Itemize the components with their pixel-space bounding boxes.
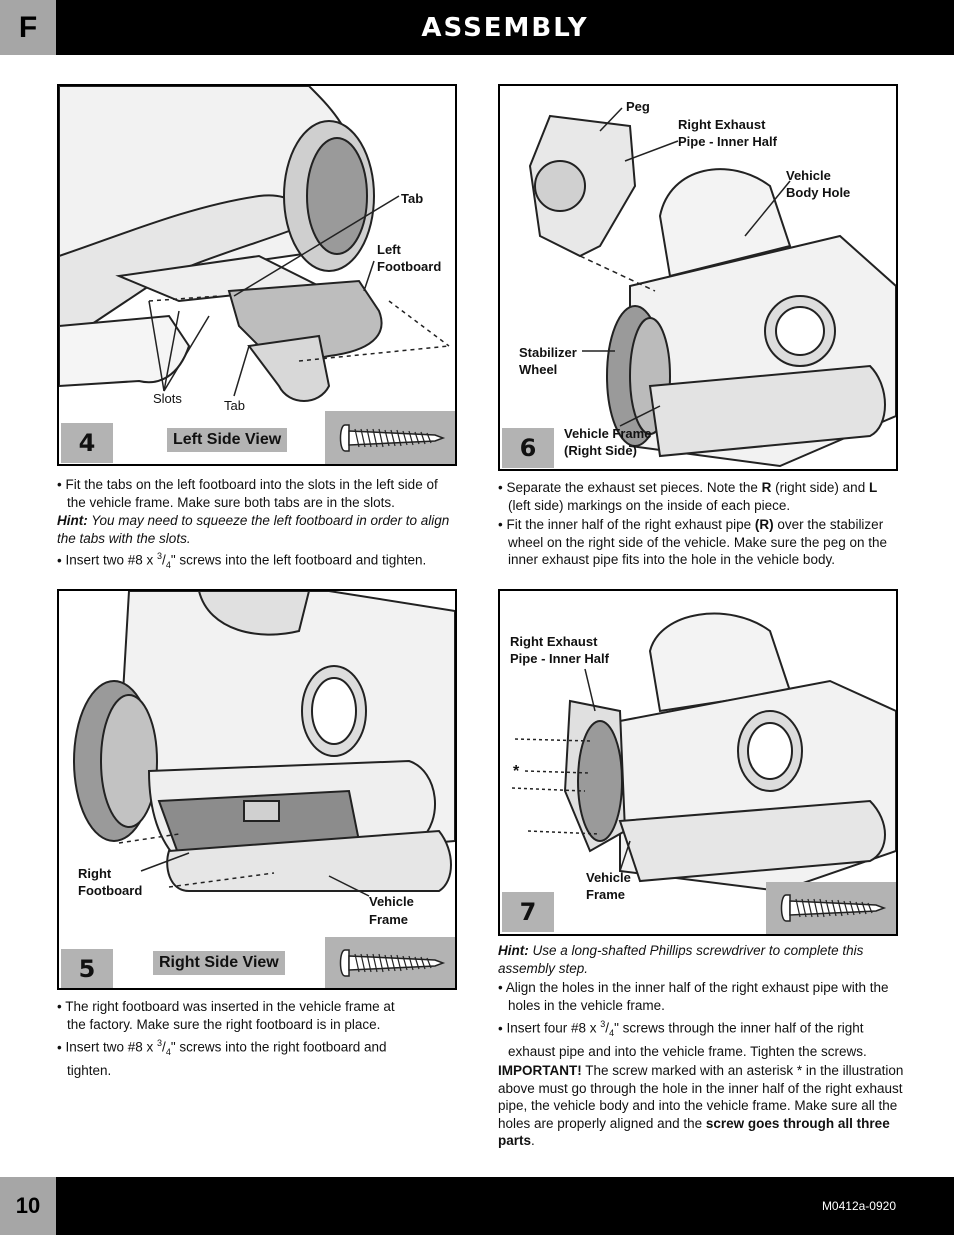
step-4-illustration: Tab Left Footboard Slots Tab 4 Left Side… bbox=[57, 84, 457, 466]
step-7-drawing bbox=[511, 612, 896, 893]
label-right-footboard-1: Right bbox=[78, 866, 112, 881]
text-part: " screws into the left footboard and tig… bbox=[170, 552, 427, 568]
step-7-instructions: Hint: Use a long-shafted Phillips screwd… bbox=[498, 942, 910, 1151]
view-label: Right Side View bbox=[153, 951, 285, 975]
text-part: Fit the inner half of the right exhaust … bbox=[506, 517, 755, 532]
step-7-illustration: Right Exhaust Pipe - Inner Half * Vehicl… bbox=[498, 589, 898, 936]
hint-label: Hint: bbox=[57, 513, 88, 528]
screw-icon bbox=[780, 894, 887, 922]
text-l: L bbox=[868, 480, 878, 495]
step-6-drawing bbox=[528, 107, 896, 468]
page-title: ASSEMBLY bbox=[421, 12, 589, 43]
label-slots: Slots bbox=[153, 391, 182, 406]
label-stabilizer-wheel-2: Wheel bbox=[519, 362, 558, 377]
label-vehicle-frame-2: (Right Side) bbox=[564, 443, 637, 458]
text-bold: screw goes through all three parts bbox=[498, 1115, 890, 1149]
label-left-footboard-1: Left bbox=[377, 242, 401, 257]
step-4-drawing bbox=[59, 86, 450, 402]
step-5-illustration: Right Footboard Vehicle Frame 5 Right Si… bbox=[57, 589, 457, 990]
step-6-bullet-2: Fit the inner half of the right exhaust … bbox=[498, 516, 898, 569]
step-4-bullet-1: Fit the tabs on the left footboard into … bbox=[57, 476, 457, 511]
label-vehicle-body-hole-1: Vehicle bbox=[786, 168, 831, 183]
text-part: . bbox=[531, 1133, 535, 1149]
text-part: in the illustration above must go throug… bbox=[498, 1063, 904, 1131]
step-7-bullet-2: Insert four #8 x 3/4" screws through the… bbox=[498, 1016, 910, 1060]
label-tab-bottom: Tab bbox=[224, 398, 245, 413]
label-vehicle-frame-2: Frame bbox=[369, 912, 409, 927]
label-stabilizer-wheel-1: Stabilizer bbox=[519, 345, 577, 360]
step-7-bullet-1: Align the holes in the inner half of the… bbox=[498, 979, 910, 1014]
fraction-numerator: 3 bbox=[600, 1019, 606, 1029]
page-footer bbox=[0, 1177, 954, 1235]
text-part: Separate the exhaust set pieces. Note th… bbox=[506, 480, 762, 495]
fraction-denominator: 4 bbox=[609, 1028, 615, 1039]
text-part: Insert two #8 x bbox=[65, 1039, 158, 1055]
screw-icon bbox=[339, 424, 446, 452]
page-number: 10 bbox=[0, 1177, 56, 1235]
hint-label: Hint: bbox=[498, 943, 529, 958]
label-peg: Peg bbox=[626, 99, 650, 114]
step-number: 4 bbox=[61, 423, 113, 463]
step-6-bullet-1: Separate the exhaust set pieces. Note th… bbox=[498, 479, 898, 514]
step-5-instructions: The right footboard was inserted in the … bbox=[57, 998, 417, 1080]
fraction-numerator: 3 bbox=[157, 551, 163, 561]
text-part: (right side) and bbox=[771, 480, 869, 495]
text-part: (left side) markings on the inside of ea… bbox=[508, 497, 791, 513]
step-4-hint: Hint: You may need to squeeze the left f… bbox=[57, 512, 457, 547]
screw-icon bbox=[339, 949, 446, 977]
important-label: IMPORTANT! bbox=[498, 1063, 582, 1079]
step-7-hint: Hint: Use a long-shafted Phillips screwd… bbox=[498, 942, 910, 977]
step-5-drawing bbox=[73, 591, 455, 897]
label-right-exhaust-2: Pipe - Inner Half bbox=[510, 651, 609, 666]
label-vehicle-frame-1: Vehicle Frame bbox=[564, 426, 652, 441]
hint-text: Use a long-shafted Phillips screwdriver … bbox=[498, 943, 864, 976]
step-4-instructions: Fit the tabs on the left footboard into … bbox=[57, 476, 457, 576]
step-6-illustration: Peg Right Exhaust Pipe - Inner Half Vehi… bbox=[498, 84, 898, 471]
fraction-denominator: 4 bbox=[165, 560, 171, 571]
view-label: Left Side View bbox=[167, 428, 288, 452]
section-letter: F bbox=[0, 0, 56, 55]
text-part: " screws into the right footboard and ti… bbox=[67, 1039, 387, 1078]
step-4-bullet-2: Insert two #8 x 3/4" screws into the lef… bbox=[57, 548, 457, 575]
screw-callout bbox=[325, 937, 455, 988]
text-part: The screw marked with an asterisk bbox=[581, 1063, 797, 1079]
label-vehicle-body-hole-2: Body Hole bbox=[786, 185, 851, 200]
text-part: Insert two #8 x bbox=[65, 552, 158, 568]
label-vehicle-frame-1: Vehicle bbox=[586, 870, 631, 885]
step-number: 5 bbox=[61, 949, 113, 988]
text-part: over the stabilizer wheel on the right s… bbox=[508, 517, 887, 567]
step-5-bullet-1: The right footboard was inserted in the … bbox=[57, 998, 417, 1033]
hint-text: You may need to squeeze the left footboa… bbox=[57, 513, 450, 546]
text-r: R bbox=[761, 480, 772, 495]
text-r: (R) bbox=[754, 517, 774, 532]
fraction-numerator: 3 bbox=[157, 1038, 163, 1048]
label-tab-top: Tab bbox=[401, 191, 424, 206]
label-left-footboard-2: Footboard bbox=[377, 259, 442, 274]
label-vehicle-frame-1: Vehicle bbox=[369, 894, 414, 909]
screw-callout bbox=[766, 882, 896, 934]
label-right-footboard-2: Footboard bbox=[78, 883, 143, 898]
step-6-instructions: Separate the exhaust set pieces. Note th… bbox=[498, 479, 898, 570]
step-number: 6 bbox=[502, 428, 554, 468]
step-5-bullet-2: Insert two #8 x 3/4" screws into the rig… bbox=[57, 1035, 417, 1079]
label-right-exhaust-2: Pipe - Inner Half bbox=[678, 134, 777, 149]
document-code: M0412a-0920 bbox=[821, 1199, 896, 1213]
label-right-exhaust-1: Right Exhaust bbox=[510, 634, 598, 649]
label-asterisk: * bbox=[513, 763, 520, 780]
text-part: " screws through the inner half of the r… bbox=[508, 1020, 867, 1059]
step-7-important: IMPORTANT! The screw marked with an aste… bbox=[498, 1062, 910, 1150]
fraction-denominator: 4 bbox=[165, 1047, 171, 1058]
label-right-exhaust-1: Right Exhaust bbox=[678, 117, 766, 132]
screw-callout bbox=[325, 411, 455, 464]
step-number: 7 bbox=[502, 892, 554, 932]
label-vehicle-frame-2: Frame bbox=[586, 887, 626, 902]
page-header bbox=[0, 0, 954, 55]
asterisk: * bbox=[796, 1063, 803, 1079]
text-part: Insert four #8 x bbox=[506, 1020, 601, 1036]
